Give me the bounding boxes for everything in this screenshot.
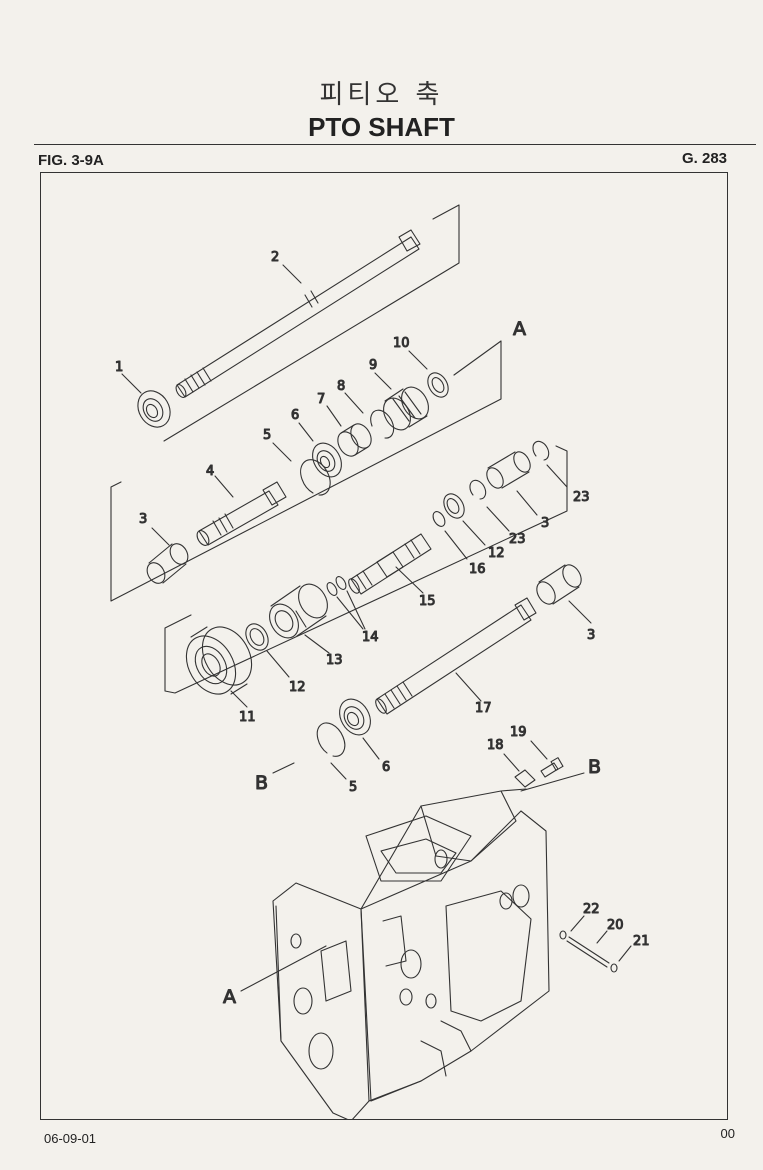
- part-6-bearing-lower: [339, 698, 371, 736]
- part-2-pto-shaft: [175, 229, 421, 398]
- callout-12: 12: [289, 680, 306, 695]
- part-5-circlip-upper: [300, 459, 331, 496]
- part-12-bearing-right: [443, 493, 465, 519]
- callout-10: 10: [393, 336, 410, 351]
- part-3-sleeve-left: [146, 543, 189, 584]
- part-15-splined-shaft: [348, 533, 432, 595]
- part-23-snap-ring-upper: [532, 440, 550, 461]
- part-8-snap-ring: [370, 409, 395, 439]
- ref-label-b-right: B: [588, 756, 601, 778]
- group-outline-lower: [164, 445, 568, 694]
- part-23-snap-ring-lower: [469, 479, 487, 500]
- part-16-ring: [432, 511, 446, 527]
- callout-15: 15: [419, 594, 436, 609]
- footer-date: 06-09-01: [44, 1131, 97, 1146]
- part-10-bearing: [427, 372, 449, 398]
- part-12-bearing-left: [245, 623, 269, 651]
- callout-6: 6: [291, 408, 299, 423]
- callout-20: 20: [607, 918, 624, 933]
- transmission-case: [272, 788, 550, 1119]
- part-11-clutch-hub: [185, 626, 253, 695]
- footer-revision: 00: [720, 1126, 735, 1141]
- part-3-sleeve-lower: [536, 564, 582, 605]
- page-title-korean: 피티오 축: [319, 80, 444, 110]
- callout-3: 3: [139, 512, 147, 527]
- callout-16: 16: [469, 562, 486, 577]
- callout-17: 17: [475, 701, 492, 716]
- ref-label-a-top: A: [513, 318, 526, 340]
- part-21-ring: [610, 963, 618, 973]
- part-19-bolt: [540, 757, 564, 778]
- callout-11: 11: [239, 710, 256, 725]
- part-17-shaft: [375, 597, 537, 715]
- diagram-frame: 1 2 3 3 3 4 5 5 6 6 7 8 9 10 11 12 12 13…: [40, 172, 728, 1120]
- part-20-pin: [566, 936, 610, 968]
- header-divider: [34, 144, 756, 145]
- exploded-parts-diagram: 1 2 3 3 3 4 5 5 6 6 7 8 9 10 11 12 12 13…: [110, 204, 650, 1119]
- figure-number: FIG. 3-9A: [38, 152, 104, 169]
- part-14-o-rings: [326, 576, 347, 596]
- ref-label-a-bottom: A: [223, 986, 236, 1008]
- callout-23: 23: [573, 490, 590, 505]
- ref-label-b-left: B: [255, 772, 268, 794]
- callout-22: 22: [583, 902, 600, 917]
- callout-2: 2: [271, 250, 279, 265]
- callout-3: 3: [587, 628, 595, 643]
- callout-5: 5: [263, 428, 271, 443]
- part-13-collar: [269, 583, 328, 639]
- callout-1: 1: [115, 360, 123, 375]
- callout-7: 7: [317, 392, 325, 407]
- callouts: 1 2 3 3 3 4 5 5 6 6 7 8 9 10 11 12 12 13…: [114, 249, 650, 1008]
- part-3-sleeve-right: [486, 451, 531, 489]
- page-code: G. 283: [681, 150, 727, 167]
- callout-13: 13: [326, 653, 343, 668]
- leader-lines: [121, 264, 632, 992]
- callout-4: 4: [206, 464, 214, 479]
- callout-3: 3: [541, 516, 549, 531]
- part-6-bearing-upper: [312, 442, 342, 478]
- group-outline-upper: [110, 204, 502, 602]
- part-4-shaft: [196, 481, 287, 546]
- callout-8: 8: [337, 379, 345, 394]
- part-22-ring: [559, 930, 567, 940]
- callout-18: 18: [487, 738, 504, 753]
- part-5-circlip-lower: [316, 722, 346, 757]
- callout-6: 6: [382, 760, 390, 775]
- page-title: PTO SHAFT: [308, 112, 455, 142]
- callout-5: 5: [349, 780, 357, 795]
- part-18-lock-plate: [514, 769, 536, 788]
- callout-9: 9: [369, 358, 377, 373]
- callout-21: 21: [633, 934, 650, 949]
- callout-12: 12: [488, 546, 505, 561]
- part-9-needle-bearing: [383, 386, 429, 431]
- part-1-bearing: [137, 390, 171, 428]
- part-7-needle-bearing: [337, 423, 372, 457]
- callout-14: 14: [362, 630, 379, 645]
- callout-19: 19: [510, 725, 527, 740]
- callout-23: 23: [509, 532, 526, 547]
